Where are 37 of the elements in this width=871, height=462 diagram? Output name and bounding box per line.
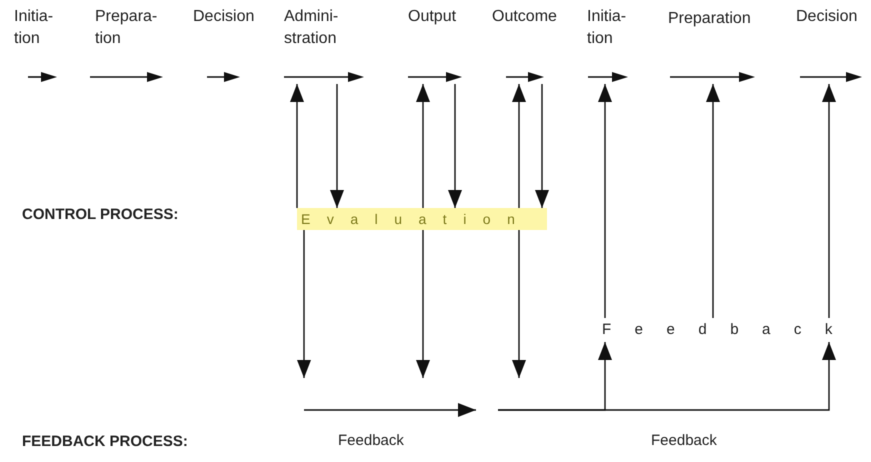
process-arrow [670, 70, 755, 84]
stage-label: Output [408, 7, 456, 27]
stage-label: Initia- tion [587, 7, 628, 49]
process-arrow [90, 70, 163, 84]
arrow [512, 84, 526, 208]
process-arrow [28, 70, 57, 84]
stage-label: Decision [796, 7, 858, 27]
process-arrow [506, 70, 544, 84]
process-heading: FEEDBACK PROCESS: [22, 432, 188, 452]
process-arrow [207, 70, 240, 84]
arrow [297, 230, 311, 378]
arrow [448, 84, 462, 208]
arrow [416, 230, 430, 378]
arrow [598, 84, 612, 318]
process-label: Feedback [651, 431, 717, 451]
arrow [822, 84, 836, 318]
stage-label: Preparation [668, 9, 751, 29]
process-label: Feedback [338, 431, 404, 451]
arrow [512, 230, 526, 378]
process-arrow [284, 70, 364, 84]
arrow [498, 342, 836, 411]
process-arrow [408, 70, 462, 84]
evaluation-band: Evaluation [297, 208, 547, 230]
stage-label: Outcome [492, 7, 557, 27]
feedback-label: Feedback [598, 318, 860, 342]
process-arrow [588, 70, 628, 84]
arrow [535, 84, 549, 208]
stage-label: Admini- stration [284, 7, 340, 49]
stage-label: Decision [193, 7, 254, 27]
arrow [706, 84, 720, 318]
stage-label: Initia- tion [14, 7, 54, 49]
arrow [330, 84, 344, 208]
process-heading: CONTROL PROCESS: [22, 205, 178, 225]
process-arrow [800, 70, 862, 84]
stage-label: Prepara- tion [95, 7, 158, 49]
arrow [416, 84, 430, 208]
arrow [290, 84, 304, 208]
